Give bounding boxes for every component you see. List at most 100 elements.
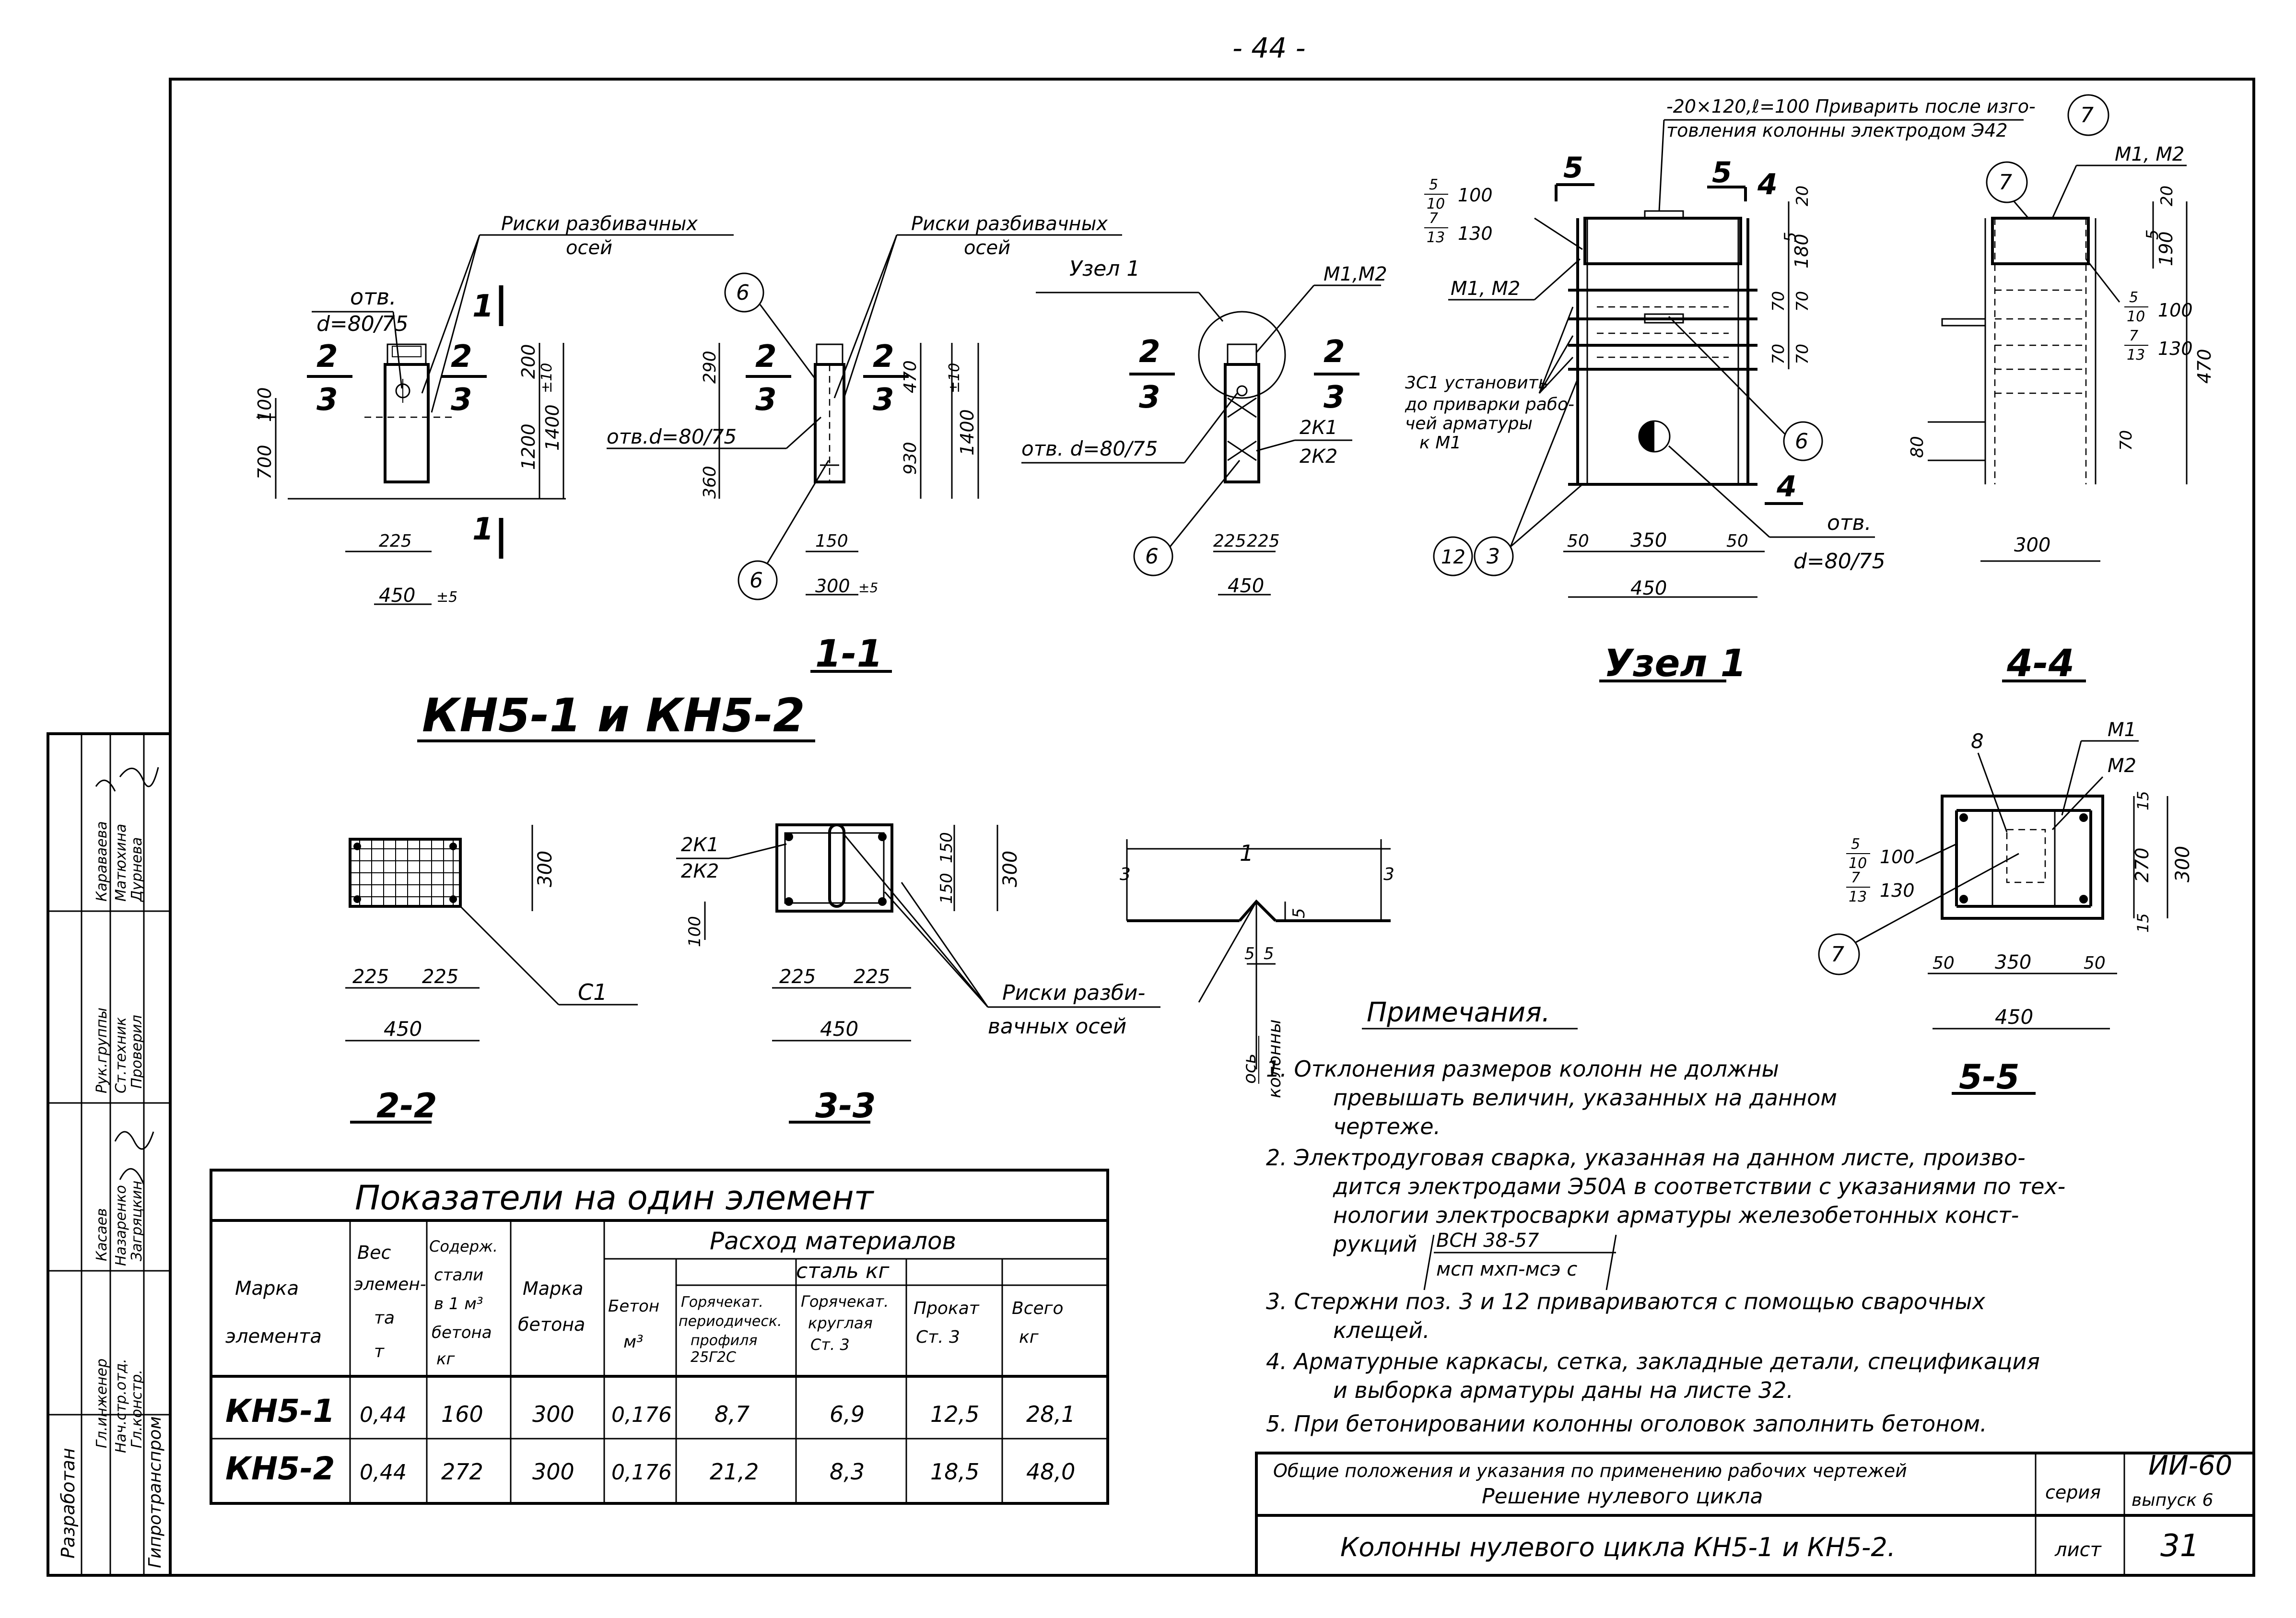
callout-number: 6: [1795, 429, 1808, 454]
bar-spec: 13: [2127, 347, 2145, 363]
section-mark: 5: [1712, 156, 1732, 189]
dimension: 290: [700, 351, 720, 384]
table-header: 25Г2С: [691, 1349, 736, 1366]
dimension: 70: [2117, 430, 2136, 451]
note-fraction: мсп мхп-мсэ с: [1436, 1258, 1577, 1280]
dimension: 300: [999, 851, 1021, 887]
bar-spec: 7: [2129, 328, 2138, 344]
dimension: 50: [1567, 531, 1589, 551]
stamp-frame: [47, 732, 172, 1577]
section-5-5-view: 8 М1 М2 5 10 100 7 13 130 7 15 270 15 30…: [1818, 719, 2194, 1097]
label-axis-marks: Риски разбивачных: [501, 213, 698, 235]
page-number: - 44 -: [1232, 32, 1306, 64]
table-cell: 28,1: [1026, 1401, 1075, 1427]
view-title: 2-2: [376, 1086, 437, 1126]
table-header: сталь кг: [796, 1259, 890, 1283]
tolerance: ±10: [946, 363, 963, 393]
stamp-role: Ст.техник: [113, 1017, 129, 1093]
stamp-name: Караваева: [94, 821, 110, 902]
label-node: Узел 1: [1069, 257, 1140, 281]
label-embedded: М1, М2: [1451, 278, 1520, 300]
dimension: 225: [422, 966, 458, 988]
dimension: 70: [1769, 291, 1788, 312]
side-view: Узел 1 М1,М2 2 3 2 3 отв. d=80/75 2К1 2К…: [1021, 257, 1387, 597]
section-mark: 2: [873, 339, 894, 375]
note-line: 1. Отклонения размеров колонн не должны: [1266, 1056, 1779, 1082]
drawing-name: Колонны нулевого цикла КН5-1 и КН5-2.: [1340, 1532, 1896, 1562]
sheet-number: 31: [2160, 1528, 2199, 1564]
title-block: Общие положения и указания по применению…: [1255, 1450, 2255, 1577]
table-header: м³: [623, 1332, 644, 1352]
table-header: бетона: [432, 1323, 492, 1342]
signature: [114, 1131, 154, 1185]
dimension: 450: [820, 1017, 858, 1041]
callout-number: 6: [736, 281, 750, 305]
note-line: дится электродами Э50А в соответствии с …: [1333, 1173, 2065, 1199]
view-title: 1-1: [815, 633, 883, 676]
dimension: 15: [2134, 913, 2152, 933]
table-cell: 300: [532, 1459, 574, 1485]
dimension: 5: [1244, 944, 1255, 963]
note-line: 2. Электродуговая сварка, указанная на д…: [1266, 1145, 2026, 1171]
section-mark: 4: [1776, 470, 1797, 504]
table-header: элемен-: [354, 1275, 426, 1294]
callout-number: 3: [1487, 544, 1500, 569]
label-frame: 2К2: [681, 860, 719, 882]
stamp-role: Гл.инженер: [94, 1359, 110, 1448]
dimension: 20: [1793, 186, 1812, 206]
label-note: 3С1 установить: [1405, 373, 1548, 393]
bar-spec: 5: [2129, 289, 2138, 306]
callout-number: 6: [1145, 544, 1159, 569]
table-cell: 12,5: [930, 1401, 979, 1427]
dimension: 350: [1630, 529, 1667, 551]
table-header: Марка: [523, 1278, 583, 1299]
dimension: 15: [2134, 791, 2152, 810]
note-line: и выборка арматуры даны на листе 32.: [1333, 1377, 1793, 1403]
table-header: Бетон: [608, 1297, 659, 1316]
dimension: 50: [1933, 953, 1955, 973]
table-cell-mark: КН5-2: [225, 1450, 335, 1487]
axis-mark-detail: 1 3 3 5 5 5 ось колонны: [1120, 839, 1394, 1098]
table-cell: 0,44: [360, 1460, 407, 1485]
dimension: 190: [2155, 231, 2177, 266]
table-cell: 48,0: [1026, 1459, 1075, 1485]
dimension: 70: [1793, 344, 1812, 364]
stamp-role: Нач.стр.отд.: [113, 1359, 129, 1453]
callout-number: 8: [1971, 729, 1984, 753]
label-embedded: М1,М2: [1324, 263, 1387, 285]
table-header: Марка: [235, 1278, 299, 1300]
dimension: 80: [1908, 436, 1927, 458]
bar-spec: 13: [1849, 889, 1867, 905]
dimension: 225: [352, 966, 389, 988]
note-fraction: ВСН 38-57: [1436, 1230, 1539, 1252]
label-note: до приварки рабо-: [1405, 395, 1574, 414]
callout-number: 12: [1441, 546, 1465, 568]
note-line: чертеже.: [1333, 1114, 1441, 1139]
section-1-1-view: Риски разбивачных осей 6 6 отв.d=80/75 2…: [607, 213, 1122, 676]
table-cell-mark: КН5-1: [225, 1393, 335, 1430]
dimension: 470: [2194, 349, 2215, 384]
signature: [95, 767, 159, 792]
tolerance: ±5: [858, 580, 878, 596]
stamp-name: Матюхина: [113, 824, 129, 902]
note-line: клещей.: [1333, 1317, 1430, 1343]
dimension: 450: [1228, 575, 1264, 597]
callout-7: [1818, 933, 1860, 975]
label-axis-marks: осей: [566, 237, 612, 259]
dimension: 100: [254, 387, 275, 422]
section-2-2-view: 300 225 225 450 С1 2-2: [345, 825, 638, 1126]
section-mark: 2: [1324, 334, 1345, 370]
label-axis-marks: Риски разбивачных: [911, 213, 1108, 235]
table-header: Ст. 3: [916, 1327, 960, 1347]
label-axis: колонны: [1265, 1020, 1285, 1098]
callout-7: [2067, 94, 2109, 136]
label-frame: 2К1: [681, 834, 719, 856]
bar-spec: 13: [1427, 229, 1445, 246]
dimension: 700: [254, 445, 275, 480]
label-axis-marks: Риски разби-: [1002, 981, 1145, 1005]
dimension: 300: [534, 851, 556, 887]
table-cell: 160: [441, 1401, 483, 1427]
dimension: 450: [379, 585, 415, 607]
stamp-org-2: Гипротранспром: [145, 1416, 165, 1568]
label-hole-d: d=80/75: [1793, 549, 1886, 574]
